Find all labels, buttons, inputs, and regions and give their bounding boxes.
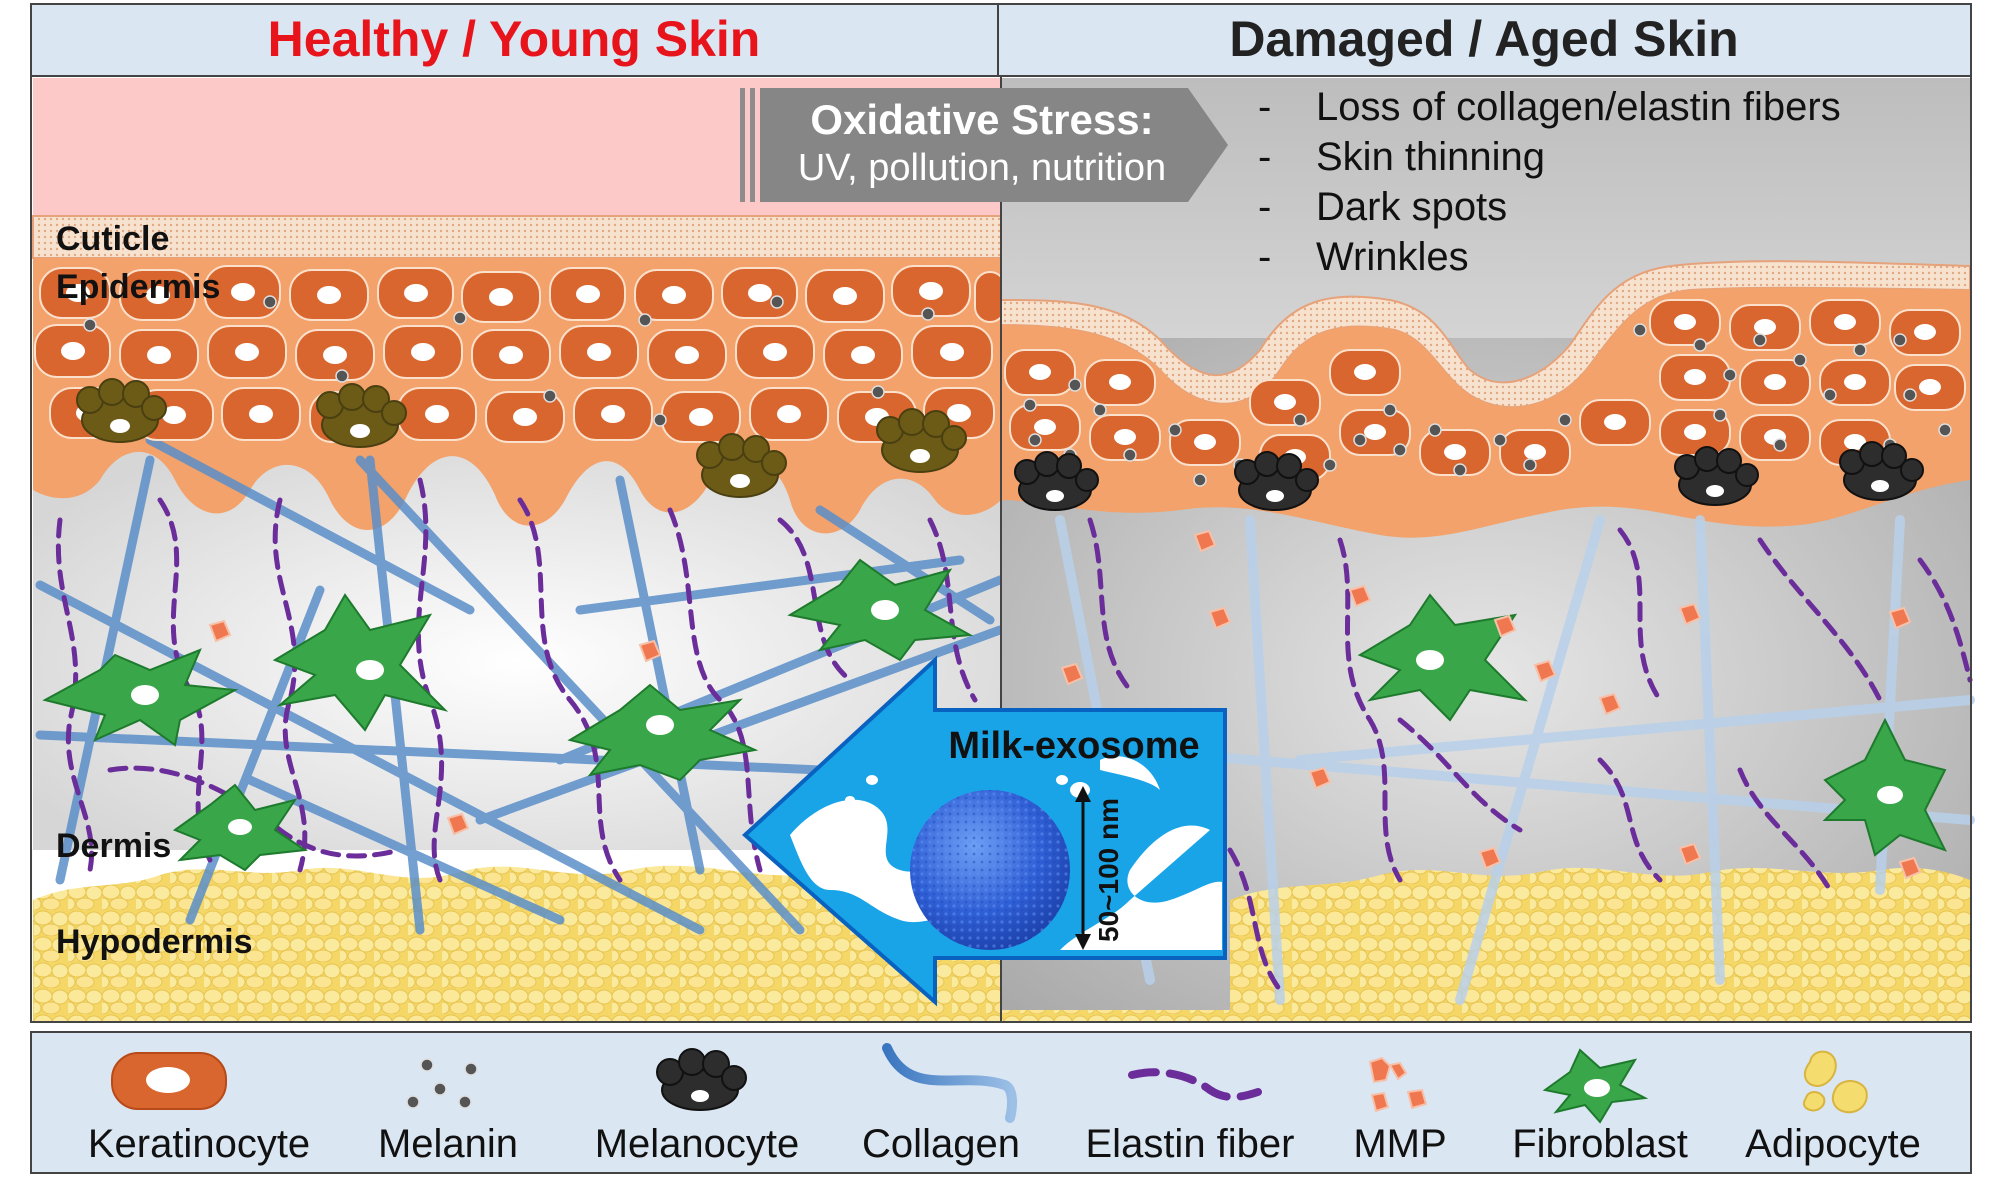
adipocyte-icon xyxy=(1802,1050,1868,1114)
header-left-box xyxy=(30,3,999,77)
melanocytes-left xyxy=(76,378,967,498)
legend-label-collagen: Collagen xyxy=(862,1122,1020,1166)
header-healthy-title: Healthy / Young Skin xyxy=(268,11,761,67)
damage-list-dash: - xyxy=(1258,85,1271,129)
fibroblasts-left xyxy=(42,558,974,872)
legend-box xyxy=(30,1031,1972,1174)
melanocytes-right xyxy=(1014,441,1924,511)
damage-list-item: Wrinkles xyxy=(1316,235,1469,279)
oxidative-stress-subtitle: UV, pollution, nutrition xyxy=(798,147,1166,189)
damage-list-dash: - xyxy=(1258,235,1271,279)
exosome-particle-texture xyxy=(910,790,1070,950)
hypodermis-layer-right xyxy=(1001,867,1970,1022)
elastin-fiber-icon xyxy=(1128,1068,1262,1101)
legend-label-melanocyte: Melanocyte xyxy=(595,1122,800,1166)
oxidative-stress-title: Oxidative Stress: xyxy=(810,96,1153,143)
legend-label-elastin-fiber: Elastin fiber xyxy=(1086,1122,1295,1166)
label-hypodermis: Hypodermis xyxy=(56,923,253,961)
mmp-icon xyxy=(1368,1056,1428,1113)
header-bar: Healthy / Young Skin Damaged / Aged Skin xyxy=(30,3,1972,77)
damage-list-item: Loss of collagen/elastin fibers xyxy=(1316,85,1841,129)
legend-label-keratinocyte: Keratinocyte xyxy=(88,1122,310,1166)
mmp-right xyxy=(1060,529,1922,880)
oxidative-stress-arrow: Oxidative Stress: UV, pollution, nutriti… xyxy=(740,88,1228,202)
legend-label-fibroblast: Fibroblast xyxy=(1512,1122,1688,1166)
keratinocyte-icon xyxy=(111,1052,227,1110)
label-cuticle: Cuticle xyxy=(56,220,169,258)
milk-exosome-arrow: Milk-exosome 50~100 nm xyxy=(742,655,1227,1007)
melanin-granules-left xyxy=(83,295,935,427)
exosome-title: Milk-exosome xyxy=(948,725,1199,767)
exosome-size-arrowhead-top xyxy=(1075,786,1091,802)
header-right-box xyxy=(997,3,1972,77)
damage-list-item: Dark spots xyxy=(1316,185,1507,229)
label-dermis: Dermis xyxy=(56,827,171,865)
oxidative-stress-stripe-1 xyxy=(740,88,745,202)
melanocyte-icon xyxy=(656,1048,747,1111)
exosome-size-arrowhead-bottom xyxy=(1075,934,1091,950)
damage-list-dash: - xyxy=(1258,185,1271,229)
oxidative-stress-stripe-2 xyxy=(750,88,755,202)
damage-list: - Loss of collagen/elastin fibers - Skin… xyxy=(1258,85,1841,279)
melanin-icon xyxy=(406,1058,478,1109)
mmp-left xyxy=(208,619,662,836)
legend-label-melanin: Melanin xyxy=(378,1122,518,1166)
fibroblast-icon xyxy=(1542,1048,1649,1124)
exosome-size-label: 50~100 nm xyxy=(1093,798,1124,942)
legend: Keratinocyte Melanin Melanocyte Collagen… xyxy=(30,1031,1972,1174)
hypodermis-layer-left xyxy=(33,865,1001,1022)
label-epidermis: Epidermis xyxy=(56,268,220,306)
legend-label-mmp: MMP xyxy=(1353,1122,1446,1166)
elastin-fibers-right xyxy=(1087,517,1973,993)
collagen-icon xyxy=(882,1043,1017,1123)
legend-label-adipocyte: Adipocyte xyxy=(1745,1122,1921,1166)
header-damaged-title: Damaged / Aged Skin xyxy=(1229,11,1738,67)
oxidative-stress-arrow-body xyxy=(760,88,1228,202)
cuticle-layer-left xyxy=(32,215,1002,259)
fibroblasts-right xyxy=(1357,593,1947,857)
damage-list-dash: - xyxy=(1258,135,1271,179)
elastin-fibers-left xyxy=(55,477,978,883)
damage-list-item: Skin thinning xyxy=(1316,135,1545,179)
